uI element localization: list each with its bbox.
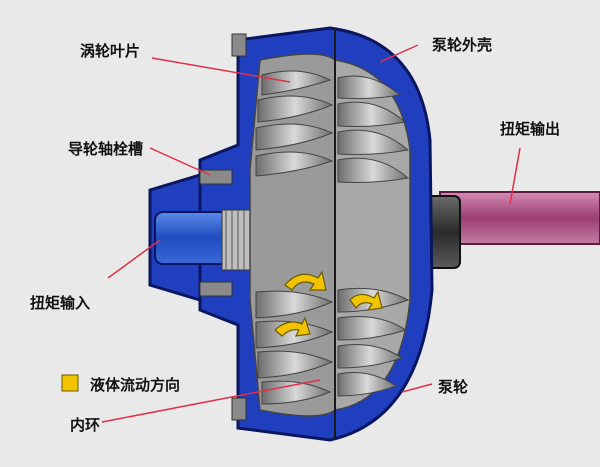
label-legend-flow: 液体流动方向 (90, 376, 181, 394)
label-pump-wheel: 泵轮 (438, 378, 469, 396)
legend-swatch-icon (61, 374, 79, 392)
leader-lines (101, 44, 521, 423)
output-shaft (439, 191, 600, 245)
label-torque-output: 扭矩输出 (500, 120, 561, 138)
flow-arrows (274, 270, 383, 337)
bolts (199, 33, 247, 421)
label-torque-input: 扭矩输入 (30, 294, 91, 312)
label-turbine-blade: 涡轮叶片 (80, 42, 141, 60)
label-stator-spline: 导轮轴栓槽 (68, 140, 144, 158)
turbine-blades (255, 70, 334, 405)
label-inner-ring: 内环 (70, 416, 101, 434)
label-pump-shell: 泵轮外壳 (432, 36, 493, 54)
